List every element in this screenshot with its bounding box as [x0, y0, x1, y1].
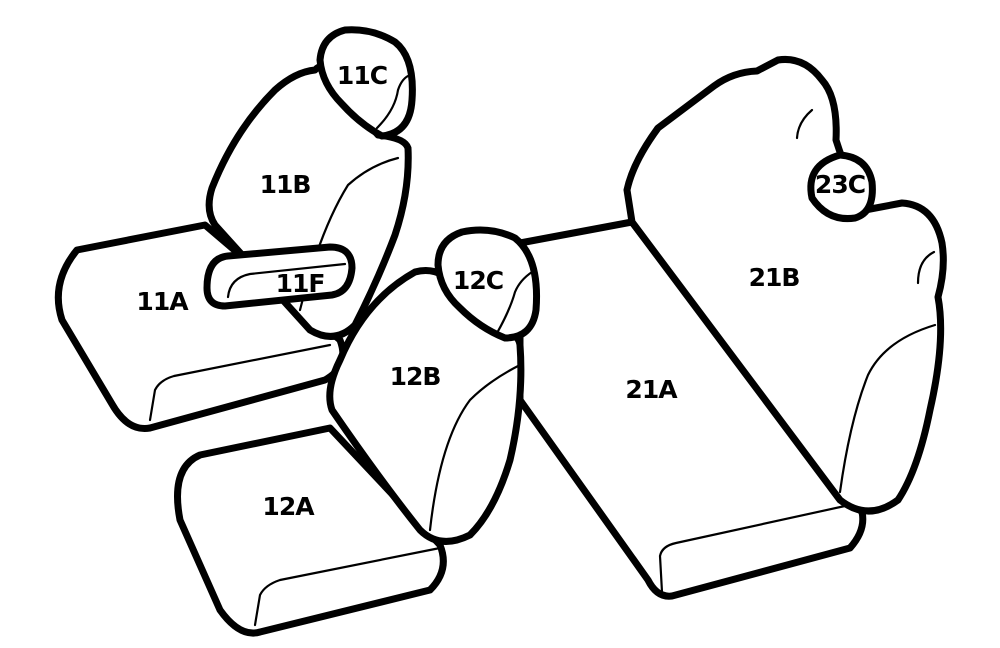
headrest-11c-trim — [375, 73, 412, 130]
armrest-11f[interactable] — [203, 243, 356, 310]
label-11c: 11C — [337, 61, 387, 90]
headrest-12c-trim — [495, 270, 534, 335]
rear-seat-back-21b[interactable] — [623, 55, 947, 515]
label-11b: 11B — [260, 170, 311, 199]
label-12a: 12A — [262, 492, 315, 521]
cushion-12a-front-trim — [253, 546, 442, 627]
front-seat-2 — [174, 226, 541, 637]
rear-headrest-crease — [795, 108, 814, 140]
part-labels: 11A 11B 11C 11F 12A 12B 12C 21A 21B 23C — [136, 61, 866, 521]
headrest-11c[interactable] — [316, 26, 416, 140]
label-11a: 11A — [136, 287, 189, 316]
armrest-11f-trim — [226, 262, 347, 299]
rear-back-side-bolster-trim — [838, 323, 937, 494]
label-23c: 23C — [815, 170, 865, 199]
rear-bench — [516, 55, 947, 600]
headrest-12c[interactable] — [434, 226, 541, 342]
cushion-11a-front-trim — [148, 343, 332, 422]
label-12c: 12C — [453, 266, 503, 295]
label-21b: 21B — [749, 263, 800, 292]
label-11f: 11F — [276, 269, 325, 298]
rear-side-headrest-crease — [916, 250, 936, 285]
rear-headrest-23c[interactable] — [807, 151, 876, 223]
label-21a: 21A — [625, 375, 678, 404]
label-12b: 12B — [390, 362, 441, 391]
back-12b-bolster-trim — [428, 363, 522, 532]
rear-cushion-front-trim — [658, 504, 847, 594]
